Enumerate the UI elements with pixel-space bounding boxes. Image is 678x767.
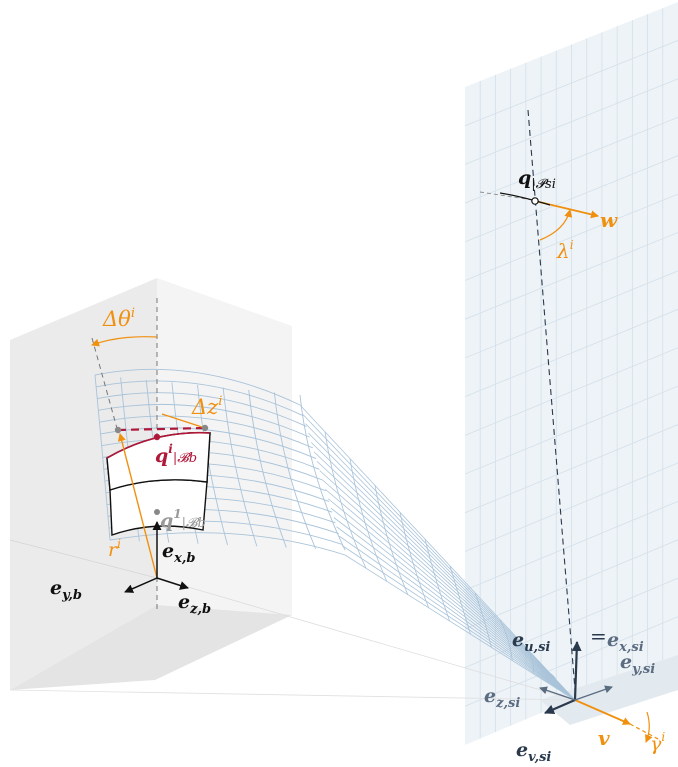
point-q-plane (531, 197, 539, 205)
r-label: ri (108, 537, 121, 561)
tilted-axis-dashed-line (91, 337, 119, 433)
e-z-b-axis-arrow (156, 577, 189, 590)
plane-projection-curve (499, 192, 551, 206)
e-u-s-axis-arrow (571, 641, 582, 701)
gamma-dashed-line (629, 723, 661, 741)
e-x-s-label: ex,si (607, 629, 644, 655)
lambda-label: λi (556, 238, 574, 263)
delta-z-dashed-line (117, 426, 206, 432)
point-q-i-shifted (201, 424, 209, 432)
e-v-s-axis-arrow (544, 698, 576, 715)
delta-theta-arc-arrow (91, 336, 158, 347)
e-z-s-label: ez,si (484, 685, 520, 711)
w-label: w (600, 208, 618, 232)
equals-sign: = (590, 624, 607, 648)
e-y-b-label: ey,b (50, 577, 82, 603)
sensor-axis-dashed-line (527, 109, 576, 691)
gamma-arc-arrow (645, 711, 653, 743)
board-outline (106, 432, 211, 536)
v-vector-arrow (574, 699, 631, 725)
e-u-s-label: eu,si (512, 629, 550, 655)
e-y-s-axis-arrow (574, 685, 613, 701)
e-y-b-axis-arrow (124, 577, 158, 593)
q1-body-label: q1|𝓑b (160, 507, 206, 532)
e-v-s-label: ev,si (516, 739, 551, 765)
q-plane-label: q|𝓟si (518, 167, 556, 192)
point-q-1 (154, 509, 160, 515)
gamma-label: γi (650, 730, 665, 755)
point-q-i-tilted (114, 426, 122, 434)
delta-z-tick (161, 413, 206, 429)
delta-theta-label: Δθi (102, 306, 135, 331)
q-body-label: qi|𝓑b (155, 442, 197, 467)
point-q-i-crimson (153, 433, 161, 441)
e-z-b-label: ez,b (178, 591, 211, 617)
e-y-s-label: ey,si (620, 651, 655, 677)
r-vector-arrow (117, 433, 158, 579)
e-x-b-label: ex,b (162, 540, 195, 566)
projection-fan (299, 404, 576, 701)
body-frame-box (9, 278, 576, 701)
lambda-arc-arrow (539, 209, 573, 241)
sensor-plane-grid (464, 8, 678, 739)
e-z-s-axis-arrow (539, 686, 576, 701)
v-label: v (598, 726, 610, 750)
plane-horizon-dashed-line (479, 191, 534, 201)
delta-z-label: Δzi (191, 394, 222, 419)
sensor-plane (464, 2, 678, 745)
